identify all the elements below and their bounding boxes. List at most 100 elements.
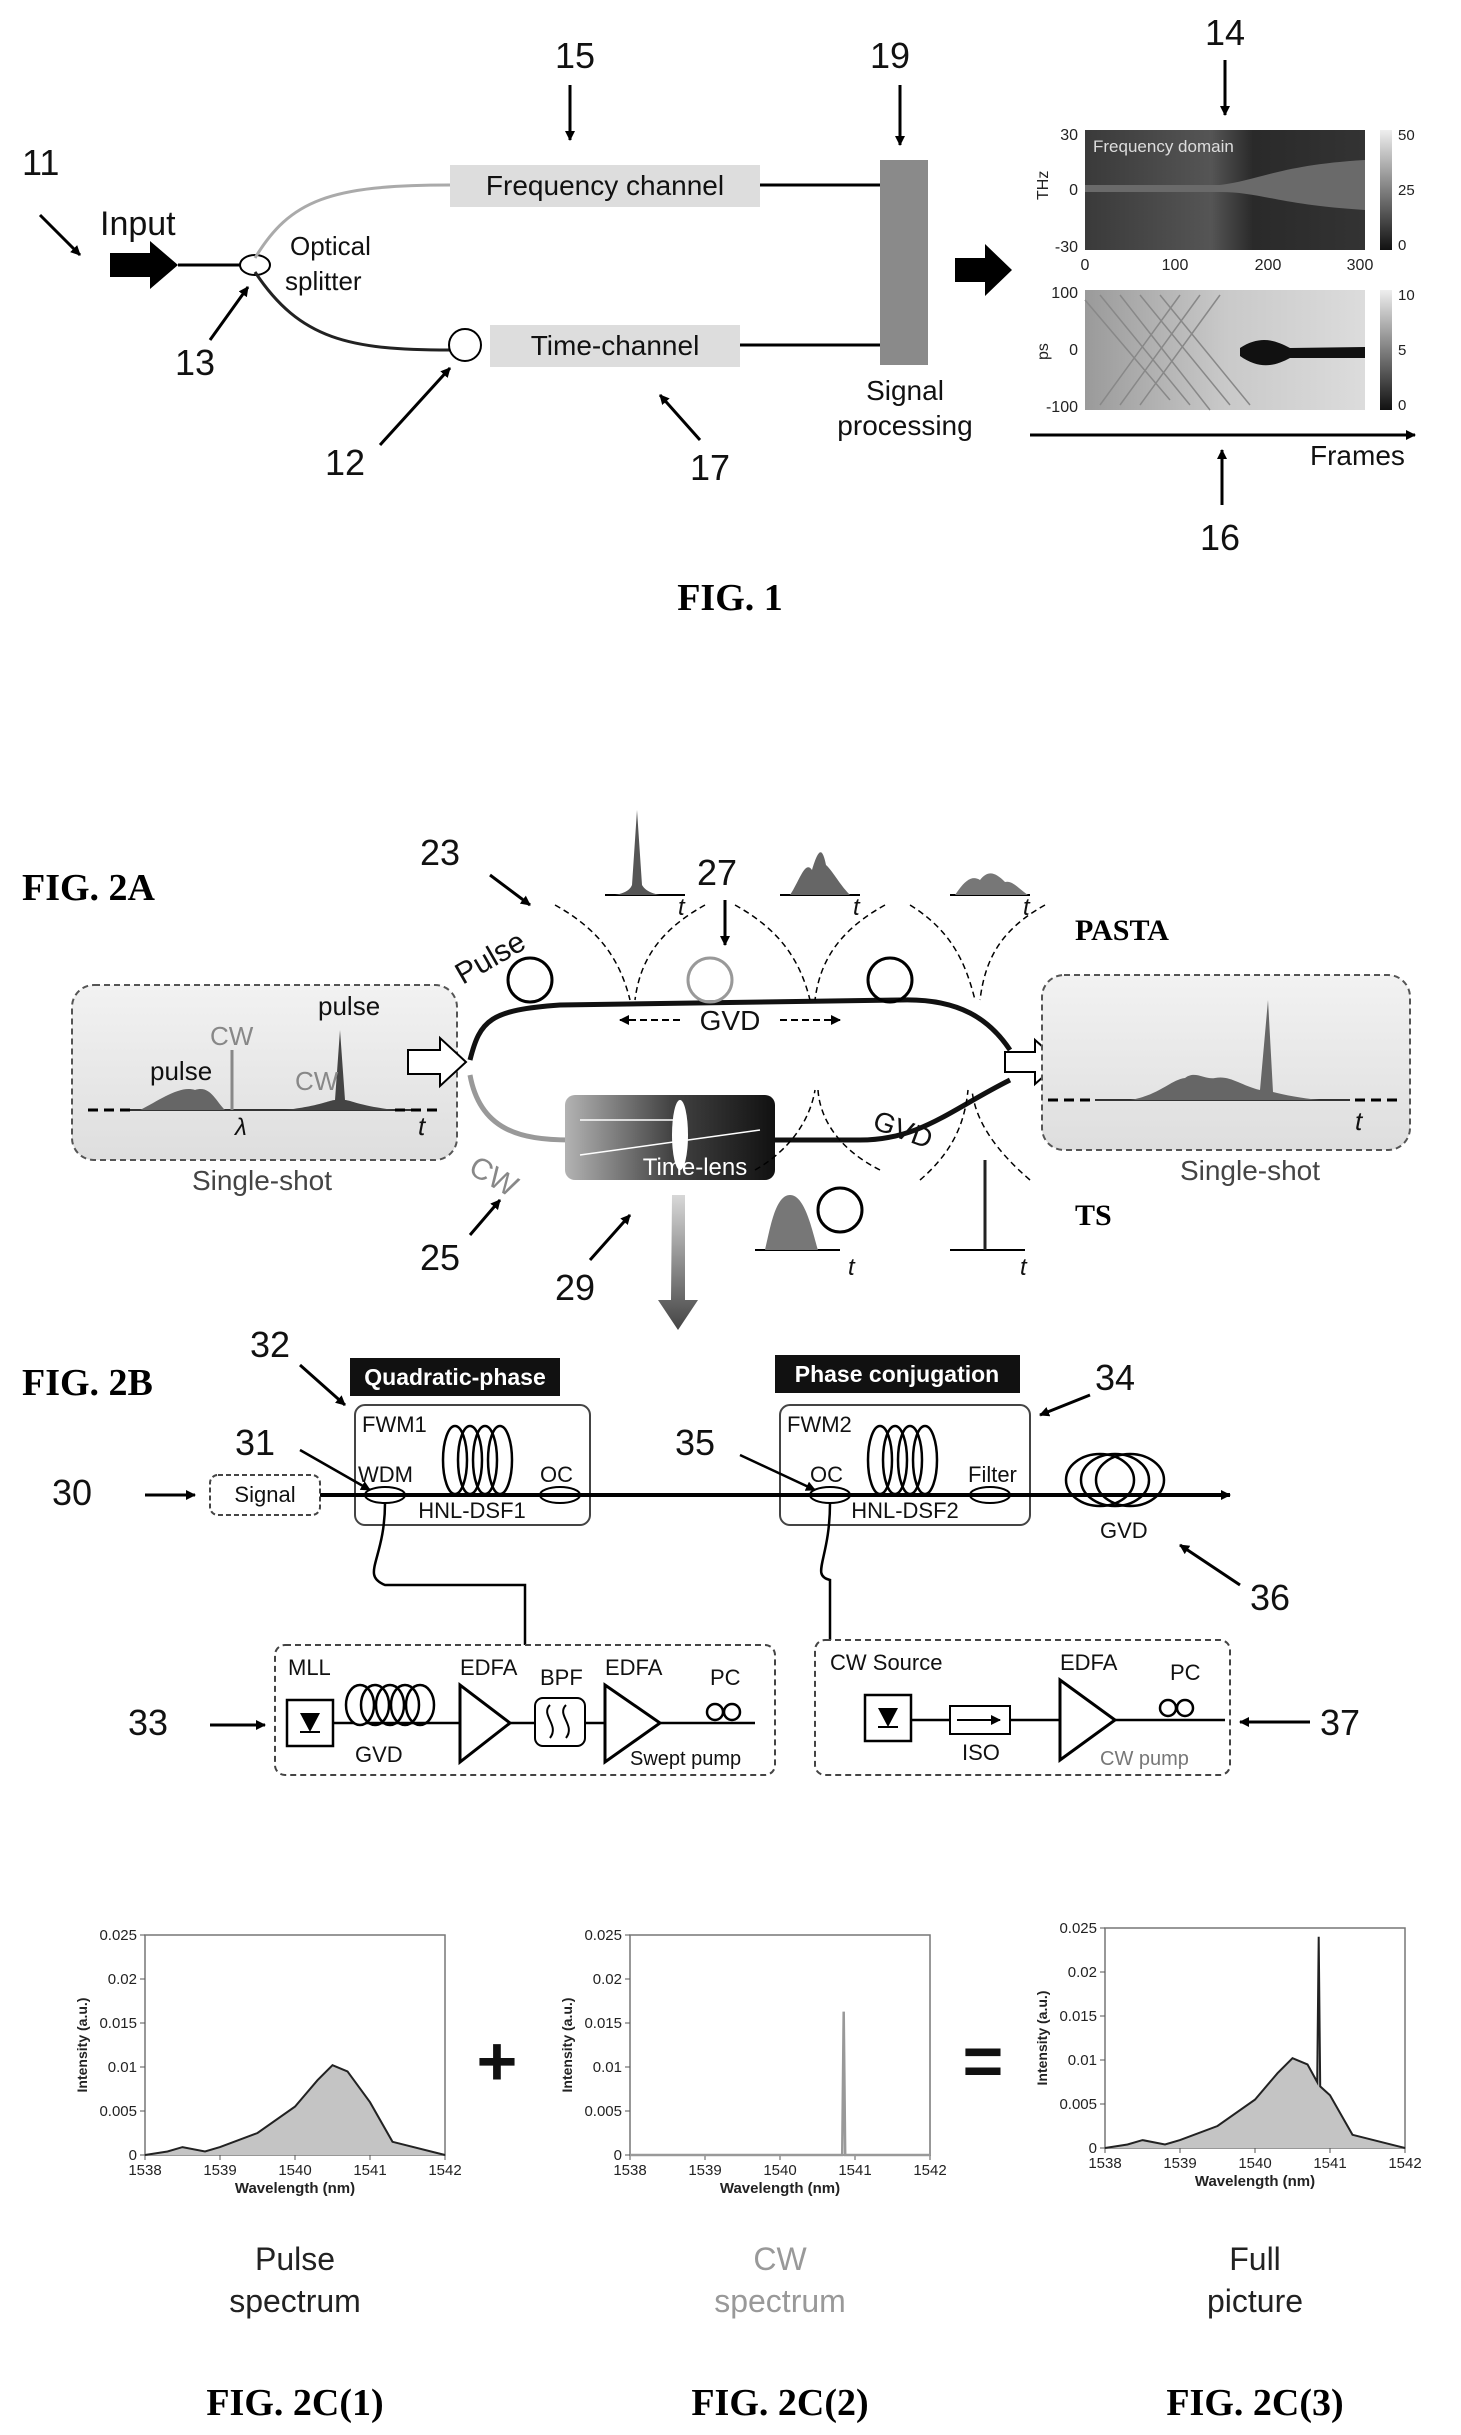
lambda-label: λ <box>233 1114 247 1141</box>
equals-sign: = <box>963 2022 1004 2100</box>
left-pulse2-label: pulse <box>318 991 380 1021</box>
x-tick-label: 1542 <box>428 2162 461 2179</box>
x-tick-label: 1540 <box>1238 2155 1271 2172</box>
y-axis-label: Intensity (a.u.) <box>74 1998 90 2093</box>
ps-label: ps <box>1035 343 1052 360</box>
ref-33: 33 <box>128 1702 168 1743</box>
ref-36: 36 <box>1250 1577 1290 1618</box>
fig2c: + = 0.0250.020.0150.010.0050153815391540… <box>74 1920 1422 2424</box>
thz-label: THz <box>1035 171 1052 200</box>
y-tick-label: 0.005 <box>1059 2096 1097 2113</box>
x-tick-label: 1540 <box>278 2162 311 2179</box>
ts-label: TS <box>1075 1199 1112 1232</box>
phase-conjugation-label: Phase conjugation <box>795 1361 999 1387</box>
left-cw-label: CW <box>210 1021 254 1051</box>
ref-23: 23 <box>420 832 460 873</box>
bot-cbar-3: 0 <box>1398 397 1406 414</box>
ref-12: 12 <box>325 442 365 483</box>
y-tick-label: 0.015 <box>99 2015 137 2032</box>
ref-25: 25 <box>420 1237 460 1278</box>
left-pulse-label: pulse <box>150 1056 212 1086</box>
top-cbar-1: 50 <box>1398 127 1415 144</box>
frequency-domain-title: Frequency domain <box>1093 137 1234 156</box>
y-tick-label: 0.005 <box>99 2103 137 2120</box>
input-label: Input <box>100 205 176 243</box>
pc1-label: PC <box>710 1665 741 1690</box>
hnl2-label: HNL-DSF2 <box>851 1498 959 1523</box>
x-axis-label: Wavelength (nm) <box>720 2180 840 2197</box>
y-tick-label: 0.025 <box>1059 1920 1097 1937</box>
gvd2-label: GVD <box>355 1742 403 1767</box>
ref-14: 14 <box>1205 12 1245 53</box>
ref-34: 34 <box>1095 1357 1135 1398</box>
fig2c-caption: FIG. 2C(2) <box>691 2382 868 2424</box>
y-tick-label: 0.025 <box>584 1927 622 1944</box>
spectrum-area <box>1105 1937 1405 2148</box>
x-tick-label: 1539 <box>688 2162 721 2179</box>
t-axis-2: t <box>853 894 861 921</box>
x-axis-label: Wavelength (nm) <box>235 2180 355 2197</box>
top-ytick-2: 0 <box>1069 182 1078 199</box>
ref-35: 35 <box>675 1422 715 1463</box>
time-channel-circle <box>449 329 481 361</box>
bot-cbar-1: 10 <box>1398 287 1415 304</box>
ref-32: 32 <box>250 1324 290 1365</box>
bot-ytick-3: -100 <box>1046 399 1078 416</box>
y-tick-label: 0.02 <box>1068 1964 1097 1981</box>
x-tick-label: 1539 <box>1163 2155 1196 2172</box>
left-cw2-label: CW <box>295 1066 339 1096</box>
oc1-label: OC <box>540 1462 573 1487</box>
ref-11: 11 <box>22 142 59 183</box>
top-cbar-2: 25 <box>1398 182 1415 199</box>
x-axis-label: Wavelength (nm) <box>1195 2173 1315 2190</box>
top-ytick-3: -30 <box>1055 239 1078 256</box>
y-tick-label: 0.015 <box>1059 2008 1097 2025</box>
fig2a-caption: FIG. 2A <box>22 867 156 909</box>
input-arrow <box>110 241 178 289</box>
gvd-bot-label: GVD <box>869 1105 937 1155</box>
bpf-label: BPF <box>540 1665 583 1690</box>
edfa2-label: EDFA <box>605 1655 663 1680</box>
bot-cbar-2: 5 <box>1398 342 1406 359</box>
iso-label: ISO <box>962 1740 1000 1765</box>
top-xtick-1: 0 <box>1081 257 1090 274</box>
x-tick-label: 1538 <box>1088 2155 1121 2172</box>
t-axis-4: t <box>848 1254 856 1281</box>
signal-processing-label-2: processing <box>837 410 972 441</box>
spectrum-label-line2: picture <box>1207 2283 1303 2319</box>
ref-31: 31 <box>235 1422 275 1463</box>
x-tick-label: 1542 <box>1388 2155 1421 2172</box>
y-axis-label: Intensity (a.u.) <box>1034 1991 1050 2086</box>
ref-17: 17 <box>690 447 730 488</box>
y-tick-label: 0.005 <box>584 2103 622 2120</box>
spectrum-label-line1: Full <box>1229 2241 1281 2277</box>
output-arrow <box>955 244 1012 296</box>
spectrum-area <box>145 2065 445 2155</box>
fig1-caption: FIG. 1 <box>677 577 783 619</box>
frames-label: Frames <box>1310 440 1405 471</box>
cw-path-label: CW <box>464 1150 524 1204</box>
x-tick-label: 1541 <box>838 2162 871 2179</box>
y-tick-label: 0.01 <box>1068 2052 1097 2069</box>
splitter-label-1: Optical <box>290 231 371 261</box>
signal-label: Signal <box>234 1482 295 1507</box>
x-tick-label: 1541 <box>353 2162 386 2179</box>
x-tick-label: 1538 <box>613 2162 646 2179</box>
fig2a: FIG. 2A 23 27 PASTA TS CW pulse pulse CW… <box>22 810 1410 1330</box>
spectrum-label-line2: spectrum <box>714 2283 846 2319</box>
spectrum-label-line1: CW <box>753 2241 807 2277</box>
top-xtick-3: 200 <box>1255 257 1282 274</box>
top-colorbar <box>1380 130 1392 250</box>
fig2c-caption: FIG. 2C(3) <box>1166 2382 1343 2424</box>
gvd-out-label: GVD <box>1100 1518 1148 1543</box>
fig1: 11 Input Optical splitter 13 Frequency c… <box>22 12 1415 619</box>
y-tick-label: 0.01 <box>593 2059 622 2076</box>
ref-19: 19 <box>870 35 910 76</box>
ref-27: 27 <box>697 852 737 893</box>
bot-colorbar <box>1380 290 1392 410</box>
edfa1-label: EDFA <box>460 1655 518 1680</box>
time-channel-label: Time-channel <box>531 330 700 361</box>
splitter-label-2: splitter <box>285 266 362 296</box>
